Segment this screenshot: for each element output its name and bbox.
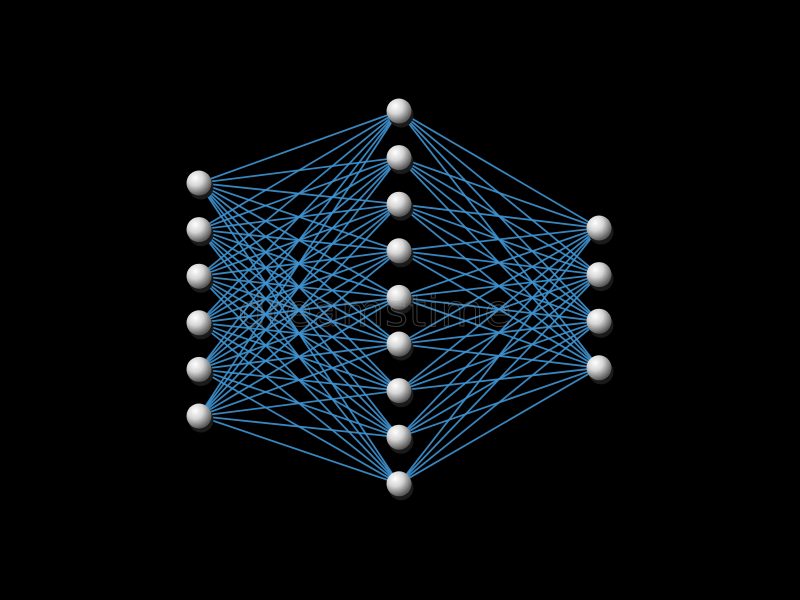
input-node (186, 170, 212, 196)
connection-edge (198, 110, 400, 184)
hidden-node (386, 98, 412, 124)
hidden-node (386, 284, 412, 310)
connection-edge (398, 203, 600, 229)
input-node (186, 356, 212, 382)
connection-edge (398, 227, 600, 345)
connection-edge (198, 110, 400, 277)
connection-edge (198, 343, 400, 417)
connection-edge (398, 273, 600, 485)
connection-edge (198, 110, 400, 231)
connection-edge (398, 367, 600, 485)
hidden-node (386, 378, 412, 404)
connection-edge (398, 227, 600, 252)
connection-edge (398, 320, 600, 485)
output-node (586, 355, 612, 381)
connection-edge (198, 250, 400, 417)
connection-edge (198, 203, 400, 417)
input-node (186, 217, 212, 243)
connection-layer (198, 110, 600, 485)
input-node (186, 263, 212, 289)
connection-edge (398, 156, 600, 229)
output-node (586, 308, 612, 334)
connection-edge (398, 227, 600, 485)
hidden-node (386, 191, 412, 217)
connection-edge (198, 389, 400, 417)
connection-edge (198, 415, 400, 485)
connection-edge (198, 110, 400, 370)
connection-edge (198, 157, 400, 417)
hidden-node (386, 424, 412, 450)
connection-edge (398, 227, 600, 392)
node-layer (186, 98, 614, 501)
hidden-node (386, 238, 412, 264)
connection-edge (198, 415, 400, 439)
hidden-node (386, 471, 412, 497)
connection-edge (398, 110, 600, 229)
connection-edge (398, 227, 600, 438)
output-node (586, 215, 612, 241)
input-node (186, 403, 212, 429)
input-node (186, 310, 212, 336)
connection-edge (198, 296, 400, 417)
hidden-node (386, 145, 412, 171)
connection-edge (198, 110, 400, 324)
connection-edge (398, 227, 600, 299)
output-node (586, 262, 612, 288)
hidden-node (386, 331, 412, 357)
connection-edge (198, 110, 400, 417)
